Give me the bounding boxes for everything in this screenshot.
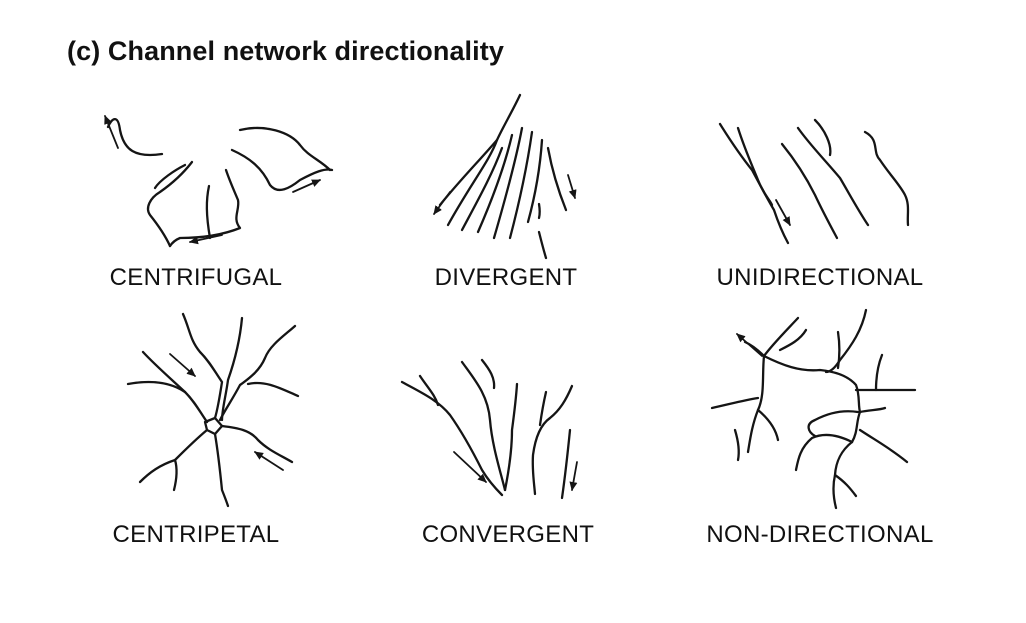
channel	[824, 308, 868, 374]
label-divergent: DIVERGENT	[434, 264, 578, 291]
channel	[246, 381, 300, 398]
channel	[794, 433, 854, 472]
channel	[492, 126, 524, 240]
arrow	[169, 353, 196, 377]
label-unidirectional: UNIDIRECTIONAL	[716, 264, 924, 291]
label-non-directional: NON-DIRECTIONAL	[706, 521, 934, 548]
channel	[141, 350, 187, 394]
channel	[205, 184, 212, 240]
channel	[400, 380, 504, 497]
channel	[778, 328, 808, 352]
channel	[833, 473, 858, 498]
channel	[230, 148, 334, 192]
label-convergent: CONVERGENT	[421, 521, 595, 548]
arrow	[292, 179, 321, 193]
channel	[106, 117, 164, 157]
channel	[733, 428, 740, 462]
channel	[858, 428, 909, 464]
channel	[213, 432, 230, 508]
channel	[807, 410, 860, 438]
channel	[718, 122, 790, 245]
label-centrifugal: CENTRIFUGAL	[109, 264, 283, 291]
arrow	[775, 199, 791, 226]
channel	[238, 126, 332, 172]
channel	[526, 138, 544, 224]
channel	[858, 406, 887, 414]
channel	[446, 138, 499, 227]
channel	[181, 312, 224, 420]
channel	[418, 374, 440, 407]
channel	[736, 126, 774, 207]
arrow	[736, 333, 763, 357]
figure-title: (c) Channel network directionality	[67, 36, 504, 66]
channel	[218, 324, 297, 422]
channel	[476, 133, 514, 234]
arrow	[189, 234, 223, 245]
channel	[503, 382, 519, 492]
channel	[126, 380, 209, 424]
unidirectional-sketch	[718, 118, 910, 245]
channel	[780, 142, 839, 240]
arrow	[104, 115, 119, 149]
channel	[146, 160, 194, 248]
channel	[508, 130, 534, 240]
channel	[537, 230, 548, 260]
arrow	[567, 174, 577, 199]
divergent-sketch	[433, 93, 577, 260]
arrow	[453, 451, 487, 483]
non-directional-sketch	[710, 308, 917, 510]
channel	[168, 168, 242, 248]
channel	[546, 146, 568, 212]
centrifugal-sketch	[104, 115, 334, 248]
channel	[762, 354, 862, 444]
channel	[480, 358, 496, 390]
channel	[746, 354, 766, 454]
channel	[537, 202, 541, 220]
arrow	[254, 451, 284, 471]
channel	[172, 458, 178, 492]
convergent-sketch	[400, 358, 578, 500]
channel	[710, 396, 760, 410]
centripetal-sketch	[126, 312, 300, 508]
channel	[874, 353, 884, 392]
channel	[460, 360, 507, 492]
channel	[538, 390, 548, 427]
channel	[153, 163, 187, 190]
channel	[863, 130, 910, 227]
channel	[813, 118, 832, 157]
channel	[796, 126, 870, 227]
channel	[138, 428, 209, 484]
channel	[220, 424, 294, 464]
channel	[756, 408, 780, 442]
channel	[836, 330, 841, 370]
channel	[531, 384, 574, 496]
channel	[762, 316, 800, 358]
arrow	[569, 461, 578, 491]
channel	[560, 428, 572, 500]
label-centripetal: CENTRIPETAL	[112, 521, 280, 548]
arrow	[433, 191, 451, 215]
channel	[220, 316, 244, 422]
channel	[203, 416, 224, 436]
channel	[460, 146, 504, 232]
